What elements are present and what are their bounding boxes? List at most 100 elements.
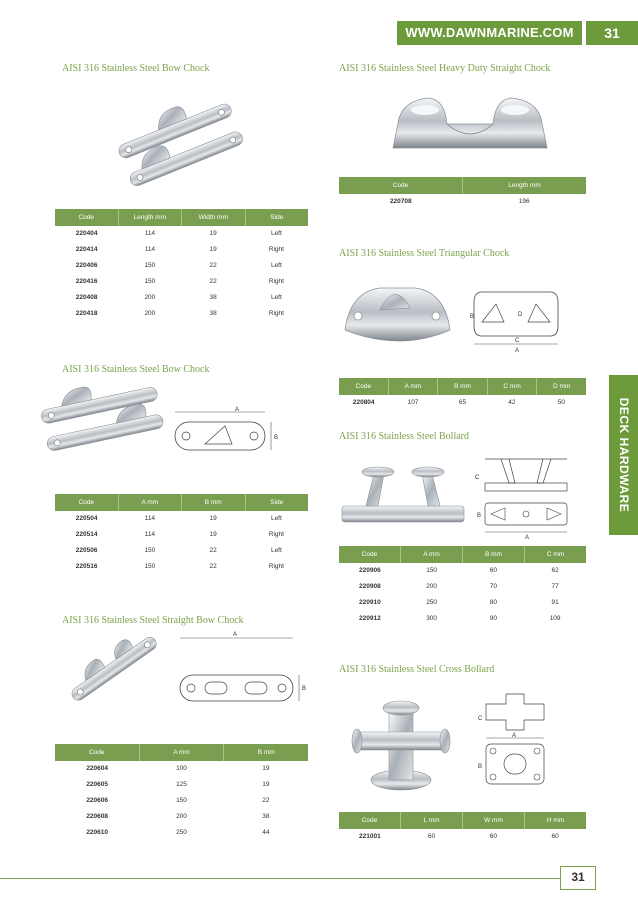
col-header: W mm <box>462 812 524 829</box>
col-header: A mm <box>117 494 182 511</box>
col-header: L mm <box>400 812 462 829</box>
cell: 250 <box>426 599 438 606</box>
cell: Left <box>270 230 282 237</box>
cell: Right <box>268 278 284 285</box>
cell: Left <box>270 294 282 301</box>
section-title-heavy-duty-chock: AISI 316 Stainless Steel Heavy Duty Stra… <box>339 63 551 74</box>
cell: 38 <box>209 294 217 301</box>
col-header: Code <box>355 383 372 390</box>
col-header: A mm <box>400 546 462 563</box>
cell: 42 <box>508 399 516 406</box>
cell: 220416 <box>75 278 98 285</box>
col-header: Length mm <box>117 209 182 226</box>
cell: 220608 <box>86 813 109 820</box>
cell: 220910 <box>359 599 381 606</box>
cell: 300 <box>426 615 438 622</box>
dim-label-b-3: B <box>470 314 474 320</box>
footer-divider <box>0 878 560 879</box>
cell: 220605 <box>86 781 109 788</box>
cell: 200 <box>144 310 156 317</box>
col-header: Code <box>89 749 105 756</box>
col-header: Code <box>361 817 378 824</box>
col-header: B mm <box>223 744 308 761</box>
cell: 220408 <box>75 294 98 301</box>
dim-label-a-5: A <box>512 733 516 739</box>
cell: 220514 <box>75 531 98 538</box>
bollard-photo <box>341 466 465 523</box>
table-row: 220408 200 38 Left <box>55 290 308 306</box>
bow-chock-2-photo <box>41 386 164 451</box>
dim-label-a: A <box>235 407 239 413</box>
cell: Right <box>268 531 284 538</box>
col-header: B mm <box>462 546 524 563</box>
dim-label-b: B <box>274 435 278 441</box>
cell: 220414 <box>75 246 98 253</box>
col-header: D mm <box>536 378 586 395</box>
col-header: Code <box>392 182 409 189</box>
side-tab: DECK HARDWARE <box>609 375 638 535</box>
col-header: Code <box>78 214 95 221</box>
triangular-chock-drawing: B D C A <box>470 291 559 354</box>
cell: 22 <box>209 547 217 554</box>
cell: 107 <box>407 399 419 406</box>
section-title-bow-chock-2: AISI 316 Stainless Steel Bow Chock <box>62 364 210 375</box>
table-header: Code L mm W mm H mm <box>339 812 586 829</box>
cell: 114 <box>144 246 156 253</box>
dim-label-b-4: B <box>477 513 481 519</box>
cross-bollard-photo <box>351 700 451 791</box>
table-header: Code A mm B mm <box>55 744 308 761</box>
cell: 70 <box>489 583 497 590</box>
cell: 220418 <box>75 310 98 317</box>
cell: 22 <box>209 563 217 570</box>
col-header: A mm <box>387 378 438 395</box>
cell: 19 <box>262 781 270 788</box>
dim-label-c: C <box>515 338 520 344</box>
table-header: Code Length mm <box>339 177 586 194</box>
cell: 50 <box>557 399 565 406</box>
cell: 125 <box>176 781 187 788</box>
cell: 19 <box>209 230 217 237</box>
cell: 38 <box>262 813 270 820</box>
cell: 19 <box>209 531 217 538</box>
dim-label-a-4: A <box>525 535 529 541</box>
cell: 62 <box>551 567 559 574</box>
triangular-chock-photo <box>344 287 451 342</box>
cell: 19 <box>209 246 217 253</box>
cell: 77 <box>551 583 559 590</box>
cell: 80 <box>489 599 497 606</box>
table-header: Code A mm B mm C mm D mm <box>339 378 586 395</box>
dim-label-a-2: A <box>233 632 237 638</box>
cell: Left <box>270 262 282 269</box>
footer-page-number: 31 <box>560 866 596 890</box>
cell: 90 <box>489 615 497 622</box>
dim-label-b-5: B <box>478 764 482 770</box>
straight-bow-chock-photo <box>71 637 157 701</box>
cell: 22 <box>209 278 217 285</box>
col-header: Code <box>361 551 378 558</box>
cell: 220708 <box>389 198 412 205</box>
cell: 60 <box>551 833 559 840</box>
cell: Left <box>270 515 282 522</box>
col-header: B mm <box>437 378 487 395</box>
section-title-bow-chock: AISI 316 Stainless Steel Bow Chock <box>62 63 210 74</box>
col-header: Code <box>78 499 95 506</box>
section-title-cross-bollard: AISI 316 Stainless Steel Cross Bollard <box>339 664 495 675</box>
cell: 150 <box>144 278 156 285</box>
cell: 22 <box>262 797 270 804</box>
cell: 200 <box>144 294 156 301</box>
cross-bollard-drawing: C A B <box>478 693 545 785</box>
bow-chock-photo <box>118 103 243 186</box>
